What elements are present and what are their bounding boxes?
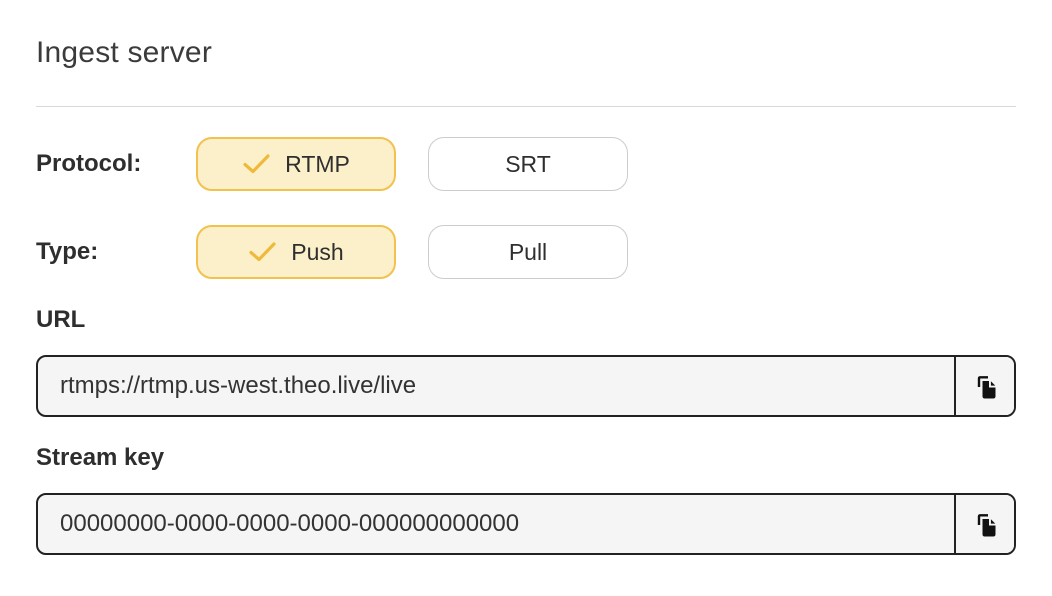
- type-row: Type: Push Pull: [0, 225, 1052, 279]
- type-push-button[interactable]: Push: [196, 225, 396, 279]
- url-label: URL: [36, 306, 86, 333]
- stream-key-input[interactable]: [38, 495, 954, 553]
- url-input[interactable]: [38, 357, 954, 415]
- type-pull-button[interactable]: Pull: [428, 225, 628, 279]
- protocol-row: Protocol: RTMP SRT: [0, 137, 1052, 191]
- copy-icon: [970, 370, 1000, 403]
- stream-key-label: Stream key: [36, 444, 165, 471]
- protocol-rtmp-button[interactable]: RTMP: [196, 137, 396, 191]
- url-copy-button[interactable]: [954, 357, 1014, 415]
- url-field: [36, 355, 1016, 417]
- stream-key-field: [36, 493, 1016, 555]
- section-divider: [36, 106, 1016, 107]
- type-push-label: Push: [291, 238, 344, 265]
- check-icon: [248, 241, 277, 263]
- type-label: Type:: [36, 238, 99, 265]
- protocol-srt-label: SRT: [505, 150, 551, 177]
- protocol-srt-button[interactable]: SRT: [428, 137, 628, 191]
- type-pull-label: Pull: [508, 238, 548, 265]
- protocol-rtmp-label: RTMP: [285, 150, 350, 177]
- protocol-label: Protocol:: [36, 150, 142, 177]
- check-icon: [242, 153, 271, 175]
- copy-icon: [970, 508, 1000, 541]
- page-title: Ingest server: [36, 36, 213, 69]
- stream-key-copy-button[interactable]: [954, 495, 1014, 553]
